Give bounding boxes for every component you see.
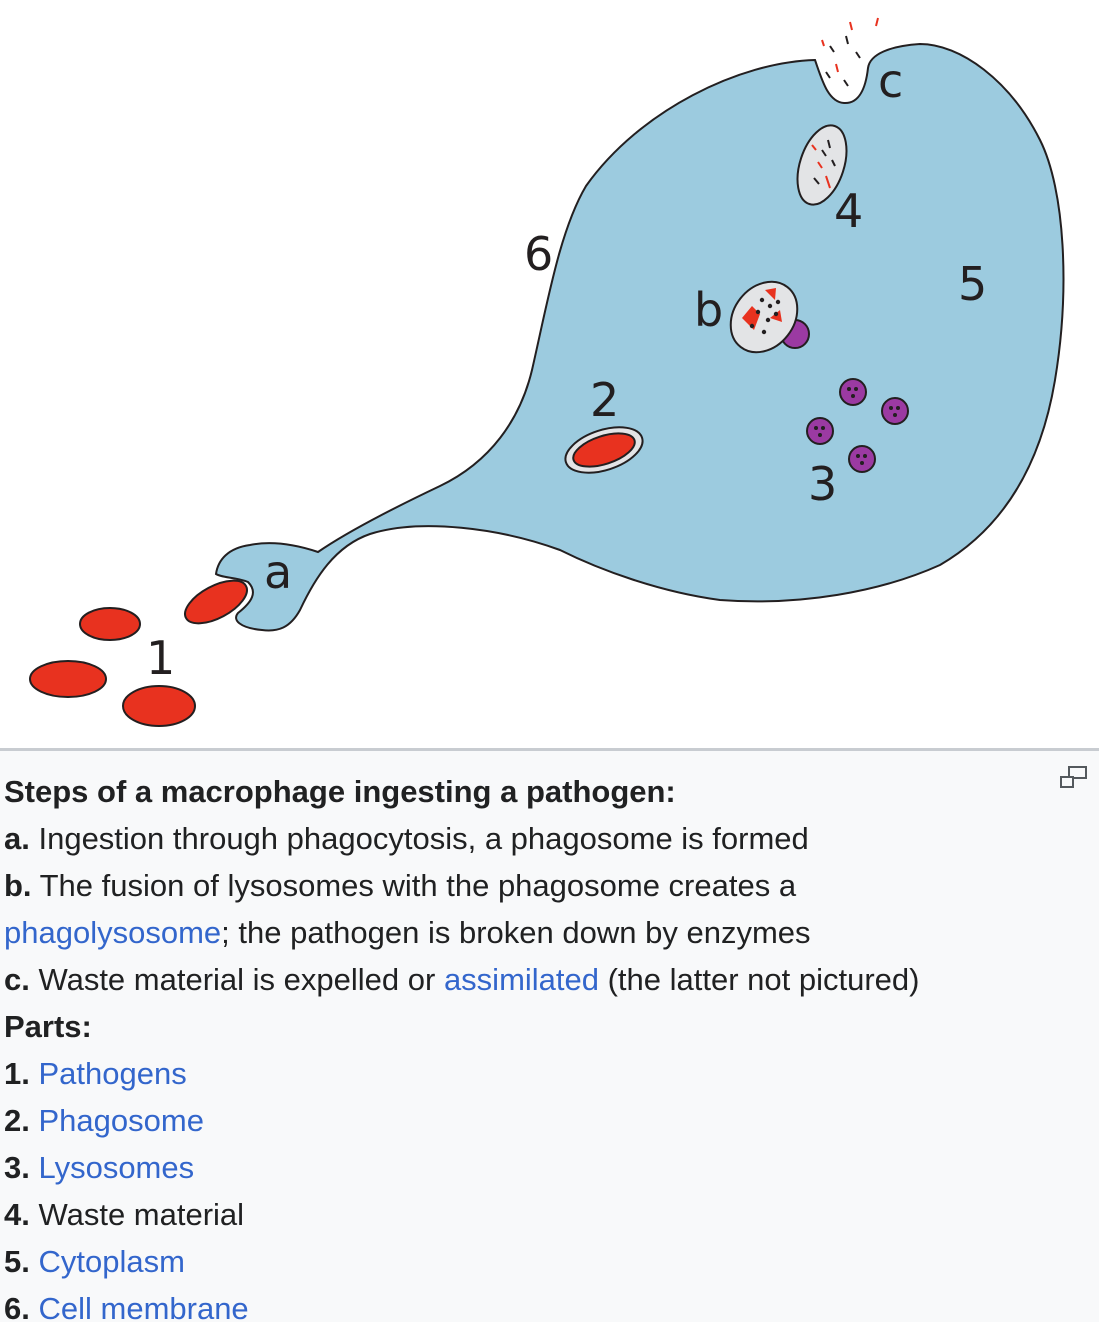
label-2: 2 <box>590 373 619 427</box>
step-c: c. Waste material is expelled or assimil… <box>4 956 1044 1003</box>
pathogen <box>122 685 196 727</box>
part-number: 1. <box>4 1056 30 1091</box>
label-4: 4 <box>834 184 863 238</box>
parts-heading: Parts: <box>4 1009 92 1044</box>
lysosomes-link[interactable]: Lysosomes <box>38 1150 195 1185</box>
phagolysosome-link[interactable]: phagolysosome <box>4 915 222 950</box>
label-a: a <box>264 545 292 599</box>
waste-vesicle <box>796 124 848 206</box>
label-c: c <box>878 54 903 108</box>
enzymes <box>749 297 781 335</box>
pathogens-link[interactable]: Pathogens <box>38 1056 187 1091</box>
step-text: ; the pathogen is broken down by enzymes <box>221 915 811 950</box>
step-a: a. Ingestion through phagocytosis, a pha… <box>4 815 1044 862</box>
part-item: 6. Cell membrane <box>4 1285 1044 1332</box>
diagram-svg: a b c 1 2 3 4 5 6 <box>29 17 1065 727</box>
expelled-waste <box>821 17 879 87</box>
caption-divider <box>0 748 1099 751</box>
cytoplasm-link[interactable]: Cytoplasm <box>38 1244 185 1279</box>
lysosome <box>881 397 909 425</box>
cell-membrane <box>214 42 1065 632</box>
step-text: Waste material is expelled or <box>29 962 444 997</box>
label-6: 6 <box>524 227 553 281</box>
label-b: b <box>694 283 723 337</box>
assimilated-link[interactable]: assimilated <box>443 962 599 997</box>
part-item: 5. Cytoplasm <box>4 1238 1044 1285</box>
figure-caption: Steps of a macrophage ingesting a pathog… <box>0 751 1099 1326</box>
phagosome-link[interactable]: Phagosome <box>38 1103 204 1138</box>
part-number: 2. <box>4 1103 30 1138</box>
caption-heading: Steps of a macrophage ingesting a pathog… <box>4 774 676 809</box>
phagolysosome <box>729 280 799 354</box>
part-item: 2. Phagosome <box>4 1097 1044 1144</box>
cell-membrane-link[interactable]: Cell membrane <box>38 1291 249 1326</box>
lysosomes <box>806 378 909 473</box>
lysosome <box>806 417 834 445</box>
step-text: The fusion of lysosomes with the phagoso… <box>31 868 797 903</box>
lysosome <box>839 378 867 406</box>
pathogen <box>184 579 248 625</box>
pathogen <box>79 607 141 641</box>
enlarge-icon[interactable] <box>1059 765 1089 791</box>
step-key: b. <box>4 868 32 903</box>
step-key: c. <box>4 962 30 997</box>
part-item: 1. Pathogens <box>4 1050 1044 1097</box>
lysosome <box>848 445 876 473</box>
pathogen-fragments <box>742 288 782 330</box>
step-b-continued: phagolysosome; the pathogen is broken do… <box>4 909 1044 956</box>
part-number: 4. <box>4 1197 30 1232</box>
pathogen <box>29 660 107 698</box>
step-key: a. <box>4 821 30 856</box>
part-item: 4. Waste material <box>4 1191 1044 1238</box>
label-5: 5 <box>958 257 987 311</box>
part-number: 3. <box>4 1150 30 1185</box>
step-b: b. The fusion of lysosomes with the phag… <box>4 862 1044 909</box>
step-text: (the latter not pictured) <box>599 962 920 997</box>
part-number: 5. <box>4 1244 30 1279</box>
macrophage-diagram[interactable]: a b c 1 2 3 4 5 6 <box>0 0 1099 748</box>
label-3: 3 <box>808 457 837 511</box>
part-number: 6. <box>4 1291 30 1326</box>
step-text: Ingestion through phagocytosis, a phagos… <box>29 821 809 856</box>
label-1: 1 <box>146 631 175 685</box>
part-item: 3. Lysosomes <box>4 1144 1044 1191</box>
waste-fragments <box>811 139 836 189</box>
phagosome-pathogen <box>572 432 636 468</box>
part-label: Waste material <box>38 1197 245 1232</box>
